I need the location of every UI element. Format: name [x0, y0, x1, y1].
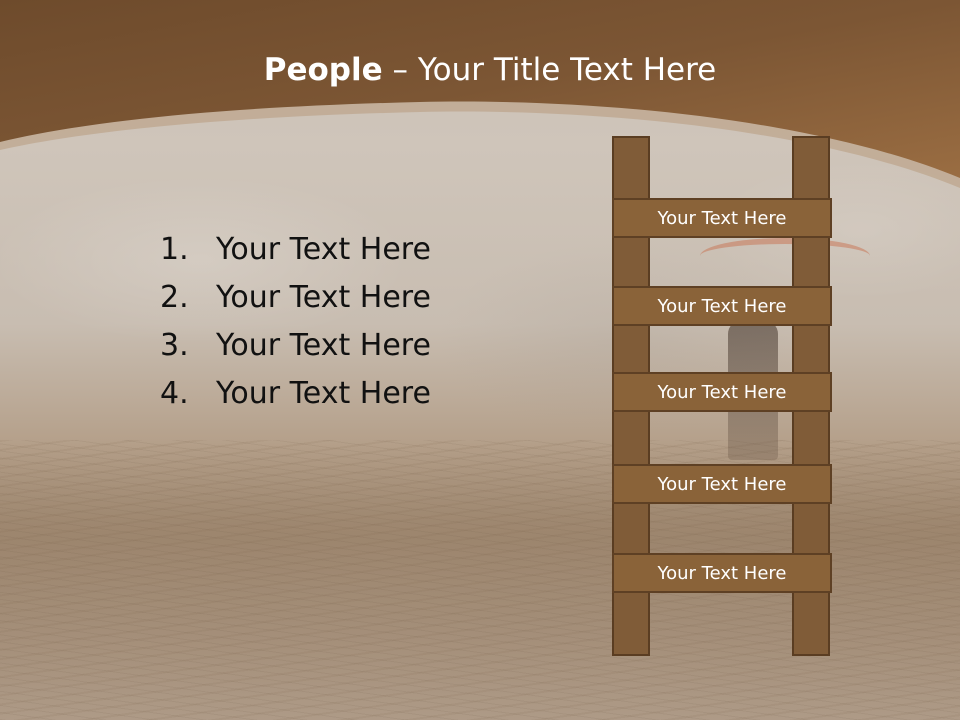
title-bold: People: [263, 52, 383, 88]
ladder-rung: Your Text Here: [612, 464, 832, 504]
list-number: 3.: [160, 328, 189, 363]
list-text: Your Text Here: [216, 280, 431, 315]
list-item: 4. Your Text Here: [160, 376, 431, 424]
list-item: 2. Your Text Here: [160, 280, 431, 328]
slide-title: People – Your Title Text Here: [0, 52, 960, 88]
list-number: 4.: [160, 376, 189, 411]
list-text: Your Text Here: [216, 232, 431, 267]
list-text: Your Text Here: [216, 328, 431, 363]
list-number: 2.: [160, 280, 189, 315]
umbrella-silhouette: [700, 238, 870, 274]
title-rest: – Your Title Text Here: [382, 52, 717, 88]
ladder-rung: Your Text Here: [612, 372, 832, 412]
numbered-list: 1. Your Text Here 2. Your Text Here 3. Your…: [160, 232, 431, 424]
list-item: 1. Your Text Here: [160, 232, 431, 280]
ladder-rung: Your Text Here: [612, 198, 832, 238]
ladder-rung: Your Text Here: [612, 286, 832, 326]
list-item: 3. Your Text Here: [160, 328, 431, 376]
list-number: 1.: [160, 232, 189, 267]
header-banner: [0, 0, 960, 188]
ladder-rung: Your Text Here: [612, 553, 832, 593]
list-text: Your Text Here: [216, 376, 431, 411]
